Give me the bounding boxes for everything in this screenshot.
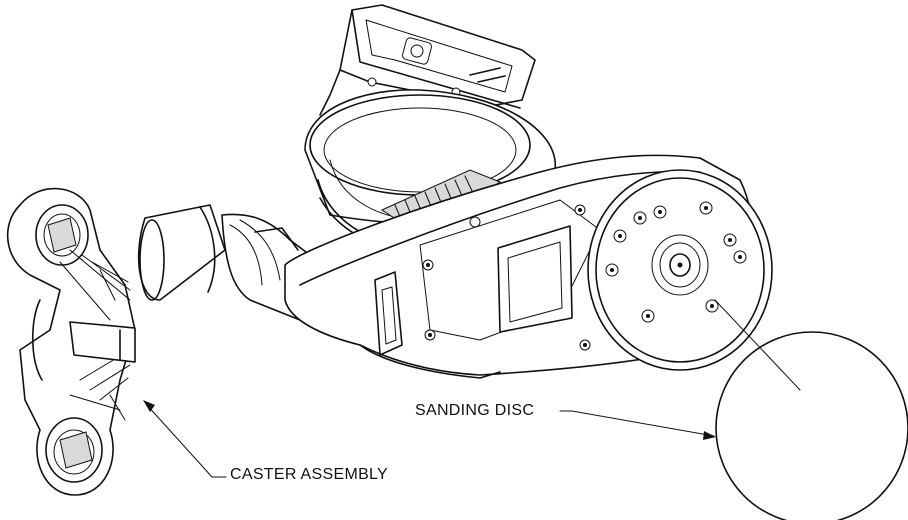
top-handle	[319, 4, 536, 116]
sanding-disc	[715, 331, 908, 520]
sanding-disc-label: SANDING DISC	[415, 402, 535, 419]
caster-leader	[145, 403, 227, 478]
sanding-disc-leader	[559, 410, 715, 437]
caster-assembly-label: CASTER ASSEMBLY	[230, 466, 389, 483]
caster-assembly	[6, 187, 136, 496]
leader-lines	[143, 299, 801, 478]
hub-screws	[605, 201, 747, 323]
disc-center-leader	[714, 299, 801, 391]
caster-arrowhead	[143, 400, 155, 412]
sander-main-unit	[137, 4, 773, 379]
sanding-disc-arrowhead	[703, 431, 716, 440]
